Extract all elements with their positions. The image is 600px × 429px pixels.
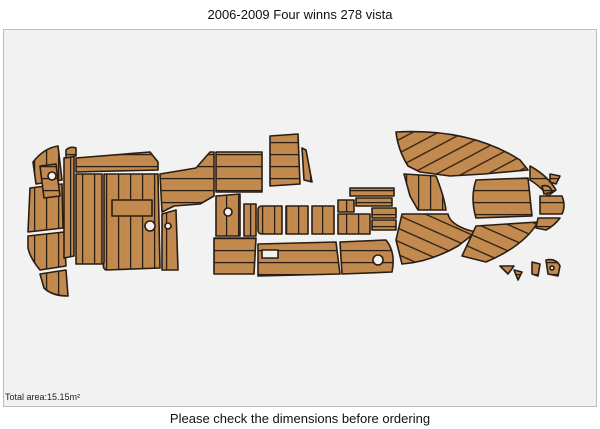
deck-pad-center-strips xyxy=(349,187,397,231)
deck-pad-cockpit-sole xyxy=(75,173,161,271)
deck-pad-helm-panels xyxy=(213,151,263,275)
deck-pad-bow xyxy=(395,130,565,265)
deck-pad-left-inner xyxy=(63,146,77,259)
deck-pad-small-chips xyxy=(499,173,561,281)
deck-pad-lower-center xyxy=(257,239,394,277)
page-title: 2006-2009 Four winns 278 vista xyxy=(207,7,393,22)
deck-pad-left-strip xyxy=(27,145,69,297)
deck-pad-helm-step xyxy=(159,151,215,271)
deck-pad-top-left-strip xyxy=(75,151,159,173)
deck-pad-seat-row xyxy=(257,199,371,235)
deck-pad-top-small xyxy=(269,133,313,187)
footer-note: Please check the dimensions before order… xyxy=(169,411,431,426)
total-area-label: Total area:15.15m² xyxy=(5,392,81,402)
